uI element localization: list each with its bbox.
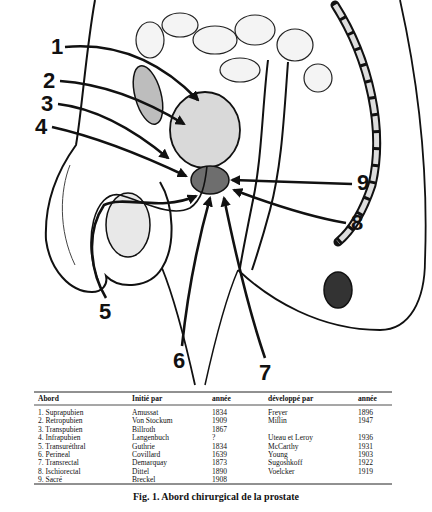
thigh-outline [205,270,238,385]
prostate [191,166,229,194]
table-cell: ? [212,434,215,442]
callout-number: 6 [172,350,186,372]
ischial-tuberosity [324,272,352,308]
leader-arrow [58,104,168,158]
table-header: Abord [38,395,59,403]
corpus-cavernosum [62,165,75,265]
table-cell: 1834 [212,409,227,417]
table-cell: Guthrie [132,443,155,451]
callout-number: 7 [258,362,272,384]
intestine-loop [304,64,332,92]
table-header: développé par [268,395,313,403]
leader-arrow [182,198,210,346]
bladder [170,92,240,168]
table-cell: 5. Transuréthral [38,443,86,451]
table-cell: Sugoshkoff [268,459,302,467]
table-cell: Billroth [132,426,155,434]
sacral-vertebrae [335,5,377,242]
table-cell: 1908 [212,476,227,484]
callout-number: 9 [356,172,370,194]
table-cell: 1. Suprapubien [38,409,83,417]
urethra [91,166,207,280]
intestine-loop [136,22,164,58]
figure-caption: Fig. 1. Abord chirurgical de la prostate [133,492,299,502]
intestine-loop [277,29,313,61]
table-cell: 1873 [212,459,227,467]
leader-arrow [234,190,346,223]
table-cell: 6. Perineal [38,451,70,459]
table-cell: 1947 [358,417,373,425]
table-cell: 1639 [212,451,227,459]
leader-arrow [65,46,198,100]
rectum-wall [252,62,288,270]
table-cell: Uteau et Leroy [268,434,313,442]
callout-number: 3 [40,93,54,115]
buttock-outline [238,260,425,330]
leader-arrow [52,127,186,176]
table-rule [34,405,392,406]
intestine-loop [220,58,260,82]
table-cell: 1834 [212,443,227,451]
table-cell: Young [268,451,288,459]
table-header: Initié par [132,395,162,403]
table-cell: 1936 [358,434,373,442]
callout-number: 4 [34,116,48,138]
table-cell: Millin [268,417,287,425]
table-cell: Breckel [132,476,155,484]
table-cell: 1931 [358,443,373,451]
table-cell: 1896 [358,409,373,417]
leader-arrow [232,180,352,184]
leader-arrow [60,81,184,124]
table-cell: 1909 [212,417,227,425]
table-header: année [212,395,231,403]
table-rule [34,392,392,393]
table-cell: 1903 [358,451,373,459]
table-cell: Dittel [132,468,149,476]
intestine-loop [235,15,275,45]
table-cell: 9. Sacré [38,476,62,484]
callout-number: 5 [98,301,112,323]
leader-arrow [92,196,196,298]
pubic-symphysis [128,63,169,128]
leader-arrow [224,198,265,358]
table-cell: Voelcker [268,468,295,476]
callout-number: 2 [42,70,56,92]
table-cell: 1922 [358,459,373,467]
body-outline [46,0,172,292]
table-cell: 1919 [358,468,373,476]
sacrum [335,5,377,242]
table-cell: Demarquay [132,459,167,467]
table-cell: 8. Ischiorectal [38,468,80,476]
callout-number: 8 [350,212,364,234]
table-cell: 3. Transpubien [38,426,83,434]
table-cell: Freyer [268,409,288,417]
table-cell: Langenbuch [132,434,169,442]
table-cell: Covillard [132,451,160,459]
back-outline [400,0,426,260]
table-header: année [358,395,377,403]
callout-number: 1 [50,36,64,58]
table-cell: 1867 [212,426,227,434]
table-cell: McCarthy [268,443,298,451]
table-cell: 4. Infrapubien [38,434,80,442]
table-cell: Amussat [132,409,158,417]
intestine-loop [193,26,237,54]
table-cell: Von Stockum [132,417,173,425]
table-cell: 1890 [212,468,227,476]
rectum-wall [240,60,268,268]
table-cell: 7. Transrectal [38,459,79,467]
table-cell: 2. Retropubien [38,417,83,425]
intestine-loop [162,13,198,37]
